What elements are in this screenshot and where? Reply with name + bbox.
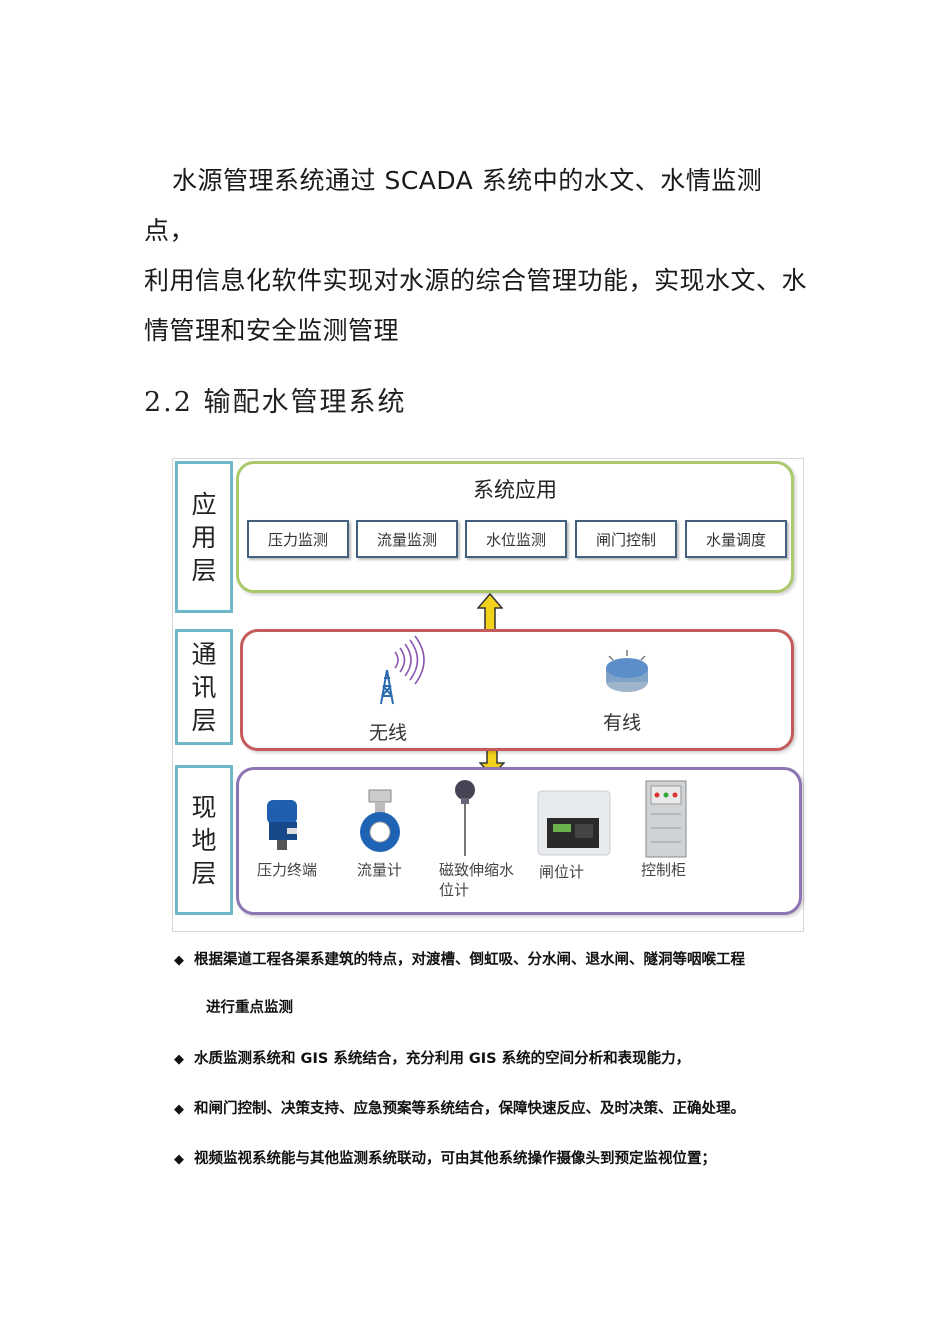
layer-char: 地 xyxy=(191,824,216,857)
gate-control-box: 闸门控制 xyxy=(575,520,677,558)
architecture-diagram: 应 用 层 通 讯 层 现 地 层 系统应用 压力监测 流量监测 水位监测 闸门… xyxy=(172,458,804,932)
control-cabinet-icon xyxy=(645,780,687,858)
intro-line-1: 水源管理系统通过 SCADA 系统中的水文、水情监测点， xyxy=(144,156,809,256)
bullet-item: ◆和闸门控制、决策支持、应急预案等系统结合，保障快速反应、及时决策、正确处理。 xyxy=(174,1097,745,1118)
bullet-item: ◆水质监测系统和 GIS 系统结合，充分利用 GIS 系统的空间分析和表现能力， xyxy=(174,1047,690,1068)
bullet-text: 视频监视系统能与其他监测系统联动，可由其他系统操作摄像头到预定监视位置； xyxy=(194,1151,716,1167)
bullet-text: 水质监测系统和 GIS 系统结合，充分利用 GIS 系统的空间分析和表现能力， xyxy=(194,1051,690,1067)
diamond-bullet-icon: ◆ xyxy=(174,1052,194,1067)
layer-char: 现 xyxy=(191,791,216,824)
water-dispatch-box: 水量调度 xyxy=(685,520,787,558)
gate-position-meter-icon xyxy=(537,790,611,856)
bullet-text: 根据渠道工程各渠系建筑的特点，对渡槽、倒虹吸、分水闸、退水闸、隧洞等咽喉工程 xyxy=(194,952,745,968)
magnetostrictive-sensor-icon xyxy=(453,778,477,858)
system-application-title: 系统应用 xyxy=(239,474,791,504)
device-label-pressure-terminal: 压力终端 xyxy=(257,860,317,880)
diamond-bullet-icon: ◆ xyxy=(174,1152,194,1167)
layer-char: 层 xyxy=(191,704,216,737)
layer-char: 层 xyxy=(191,554,216,587)
device-label-control-cabinet: 控制柜 xyxy=(641,860,686,880)
flow-monitor-box: 流量监测 xyxy=(356,520,458,558)
wired-label: 有线 xyxy=(603,708,641,735)
layer-tab-communication: 通 讯 层 xyxy=(175,629,233,745)
intro-line-3: 情管理和安全监测管理 xyxy=(144,306,809,356)
bullet-item: ◆根据渠道工程各渠系建筑的特点，对渡槽、倒虹吸、分水闸、退水闸、隧洞等咽喉工程 xyxy=(174,948,745,969)
intro-line-2: 利用信息化软件实现对水源的综合管理功能，实现水文、水 xyxy=(144,256,809,306)
bullet-text: 和闸门控制、决策支持、应急预案等系统结合，保障快速反应、及时决策、正确处理。 xyxy=(194,1101,745,1117)
layer-char: 应 xyxy=(191,488,216,521)
layer-char: 用 xyxy=(191,521,216,554)
diamond-bullet-icon: ◆ xyxy=(174,1102,194,1117)
layer-tab-field: 现 地 层 xyxy=(175,765,233,915)
bullet-continuation: 进行重点监测 xyxy=(206,996,293,1017)
field-panel: 压力终端 流量计 磁致伸缩水 位计 闸位计 控制柜 xyxy=(236,767,802,915)
water-level-monitor-box: 水位监测 xyxy=(465,520,567,558)
communication-panel: 无线 有线 xyxy=(240,629,794,751)
layer-tab-application: 应 用 层 xyxy=(175,461,233,613)
layer-char: 通 xyxy=(191,638,216,671)
wireless-tower-icon xyxy=(371,634,443,706)
pressure-terminal-icon xyxy=(261,798,305,852)
application-panel: 系统应用 压力监测 流量监测 水位监测 闸门控制 水量调度 xyxy=(236,461,794,593)
section-heading: 2.2 输配水管理系统 xyxy=(144,380,407,419)
flowmeter-icon xyxy=(355,788,407,854)
wired-router-icon xyxy=(601,646,653,698)
bullet-item: ◆视频监视系统能与其他监测系统联动，可由其他系统操作摄像头到预定监视位置； xyxy=(174,1147,716,1168)
device-label-magnetostrictive-2: 位计 xyxy=(439,880,469,900)
device-label-gate-position-meter: 闸位计 xyxy=(539,862,584,882)
device-label-flowmeter: 流量计 xyxy=(357,860,402,880)
diamond-bullet-icon: ◆ xyxy=(174,953,194,968)
device-label-magnetostrictive-1: 磁致伸缩水 xyxy=(439,860,514,880)
layer-char: 层 xyxy=(191,857,216,890)
layer-char: 讯 xyxy=(191,671,216,704)
intro-paragraph: 水源管理系统通过 SCADA 系统中的水文、水情监测点， 利用信息化软件实现对水… xyxy=(144,156,809,356)
pressure-monitor-box: 压力监测 xyxy=(247,520,349,558)
wireless-label: 无线 xyxy=(369,718,407,745)
